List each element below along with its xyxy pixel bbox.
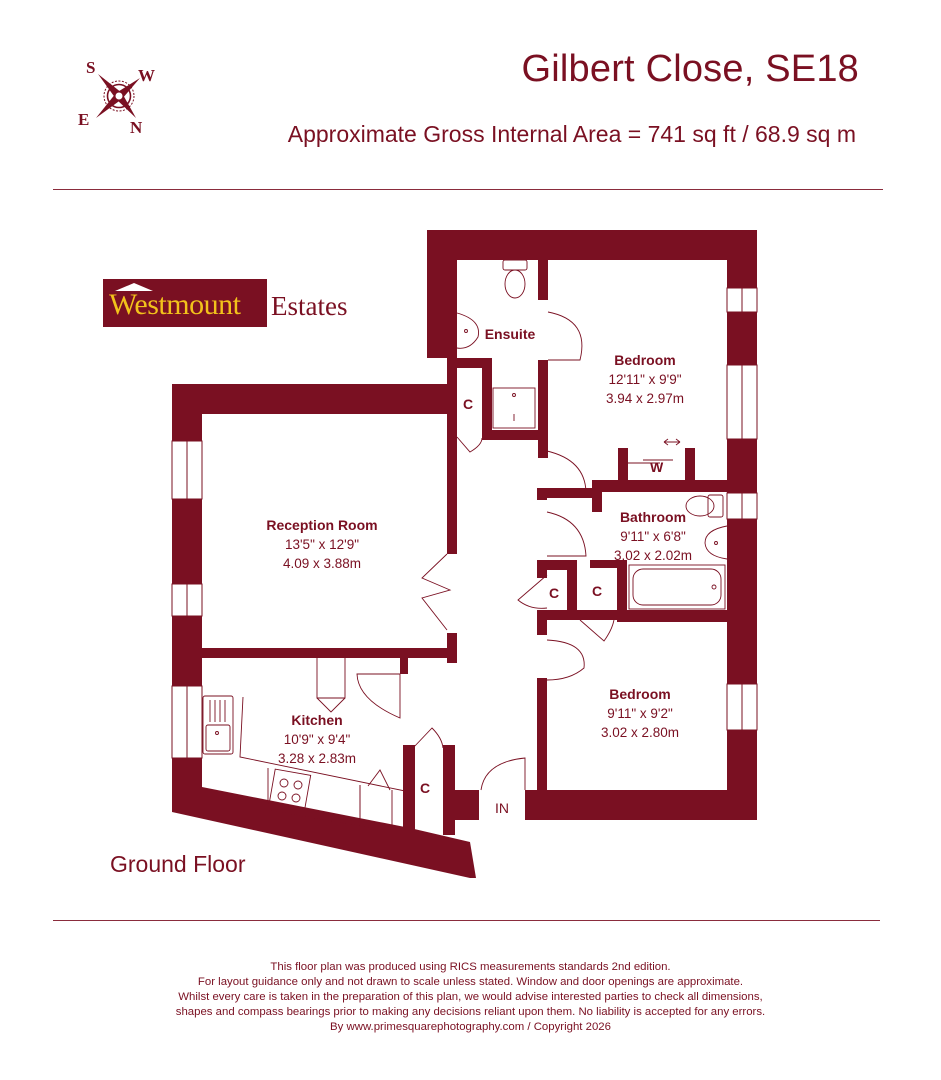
top-divider	[53, 189, 883, 190]
disclaimer-line: This floor plan was produced using RICS …	[270, 961, 671, 973]
room-metric: 3.02 x 2.02m	[613, 548, 693, 563]
bottom-divider	[53, 920, 880, 921]
compass: S W E N	[74, 56, 164, 138]
room-name: Ensuite	[484, 326, 536, 342]
compass-label-n: N	[130, 118, 143, 137]
house-roof-icon	[115, 283, 153, 291]
estate-agent-logo: Westmount Estates	[103, 279, 373, 329]
disclaimer-line: By www.primesquarephotography.com / Copy…	[330, 1021, 611, 1033]
room-reception: Reception Room 13'5" x 12'9" 4.09 x 3.88…	[252, 516, 392, 573]
room-name: Bathroom	[619, 509, 687, 525]
page-title: Gilbert Close, SE18	[521, 48, 859, 90]
room-bedroom-2: Bedroom 9'11" x 9'2" 3.02 x 2.80m	[580, 685, 700, 742]
room-metric: 3.02 x 2.80m	[600, 725, 680, 740]
room-bathroom: Bathroom 9'11" x 6'8" 3.02 x 2.02m	[598, 508, 708, 565]
disclaimer-line: Whilst every care is taken in the prepar…	[178, 991, 763, 1003]
room-imperial: 13'5" x 12'9"	[284, 537, 360, 552]
room-ensuite: Ensuite	[470, 325, 550, 344]
room-metric: 3.28 x 2.83m	[277, 751, 357, 766]
room-metric: 3.94 x 2.97m	[605, 391, 685, 406]
room-name: Reception Room	[266, 517, 378, 533]
room-imperial: 9'11" x 9'2"	[607, 706, 673, 721]
room-metric: 4.09 x 3.88m	[282, 556, 362, 571]
entrance-marker: IN	[495, 800, 509, 816]
room-imperial: 9'11" x 6'8"	[620, 529, 686, 544]
room-imperial: 10'9" x 9'4"	[283, 732, 351, 747]
cupboard-marker: C	[592, 583, 603, 599]
cupboard-marker: C	[463, 396, 474, 412]
wardrobe-marker: W	[650, 459, 664, 475]
disclaimer: This floor plan was produced using RICS …	[0, 960, 941, 1035]
floor-label: Ground Floor	[110, 851, 246, 877]
room-bedroom-1: Bedroom 12'11" x 9'9" 3.94 x 2.97m	[585, 351, 705, 408]
cupboard-marker: C	[549, 585, 560, 601]
room-kitchen: Kitchen 10'9" x 9'4" 3.28 x 2.83m	[262, 711, 372, 768]
compass-rose-icon	[96, 74, 140, 118]
logo-secondary-text: Estates	[271, 291, 348, 321]
disclaimer-line: shapes and compass bearings prior to mak…	[175, 1006, 766, 1018]
disclaimer-line: For layout guidance only and not drawn t…	[197, 976, 744, 988]
room-name: Bedroom	[609, 686, 671, 702]
area-subtitle: Approximate Gross Internal Area = 741 sq…	[287, 121, 856, 147]
compass-label-e: E	[78, 110, 90, 129]
compass-label-s: S	[86, 58, 96, 77]
logo-primary-text: Westmount	[109, 288, 241, 321]
cupboard-marker: C	[420, 780, 431, 796]
room-imperial: 12'11" x 9'9"	[608, 372, 682, 387]
room-name: Kitchen	[291, 712, 343, 728]
room-name: Bedroom	[614, 352, 676, 368]
compass-label-w: W	[138, 66, 155, 85]
